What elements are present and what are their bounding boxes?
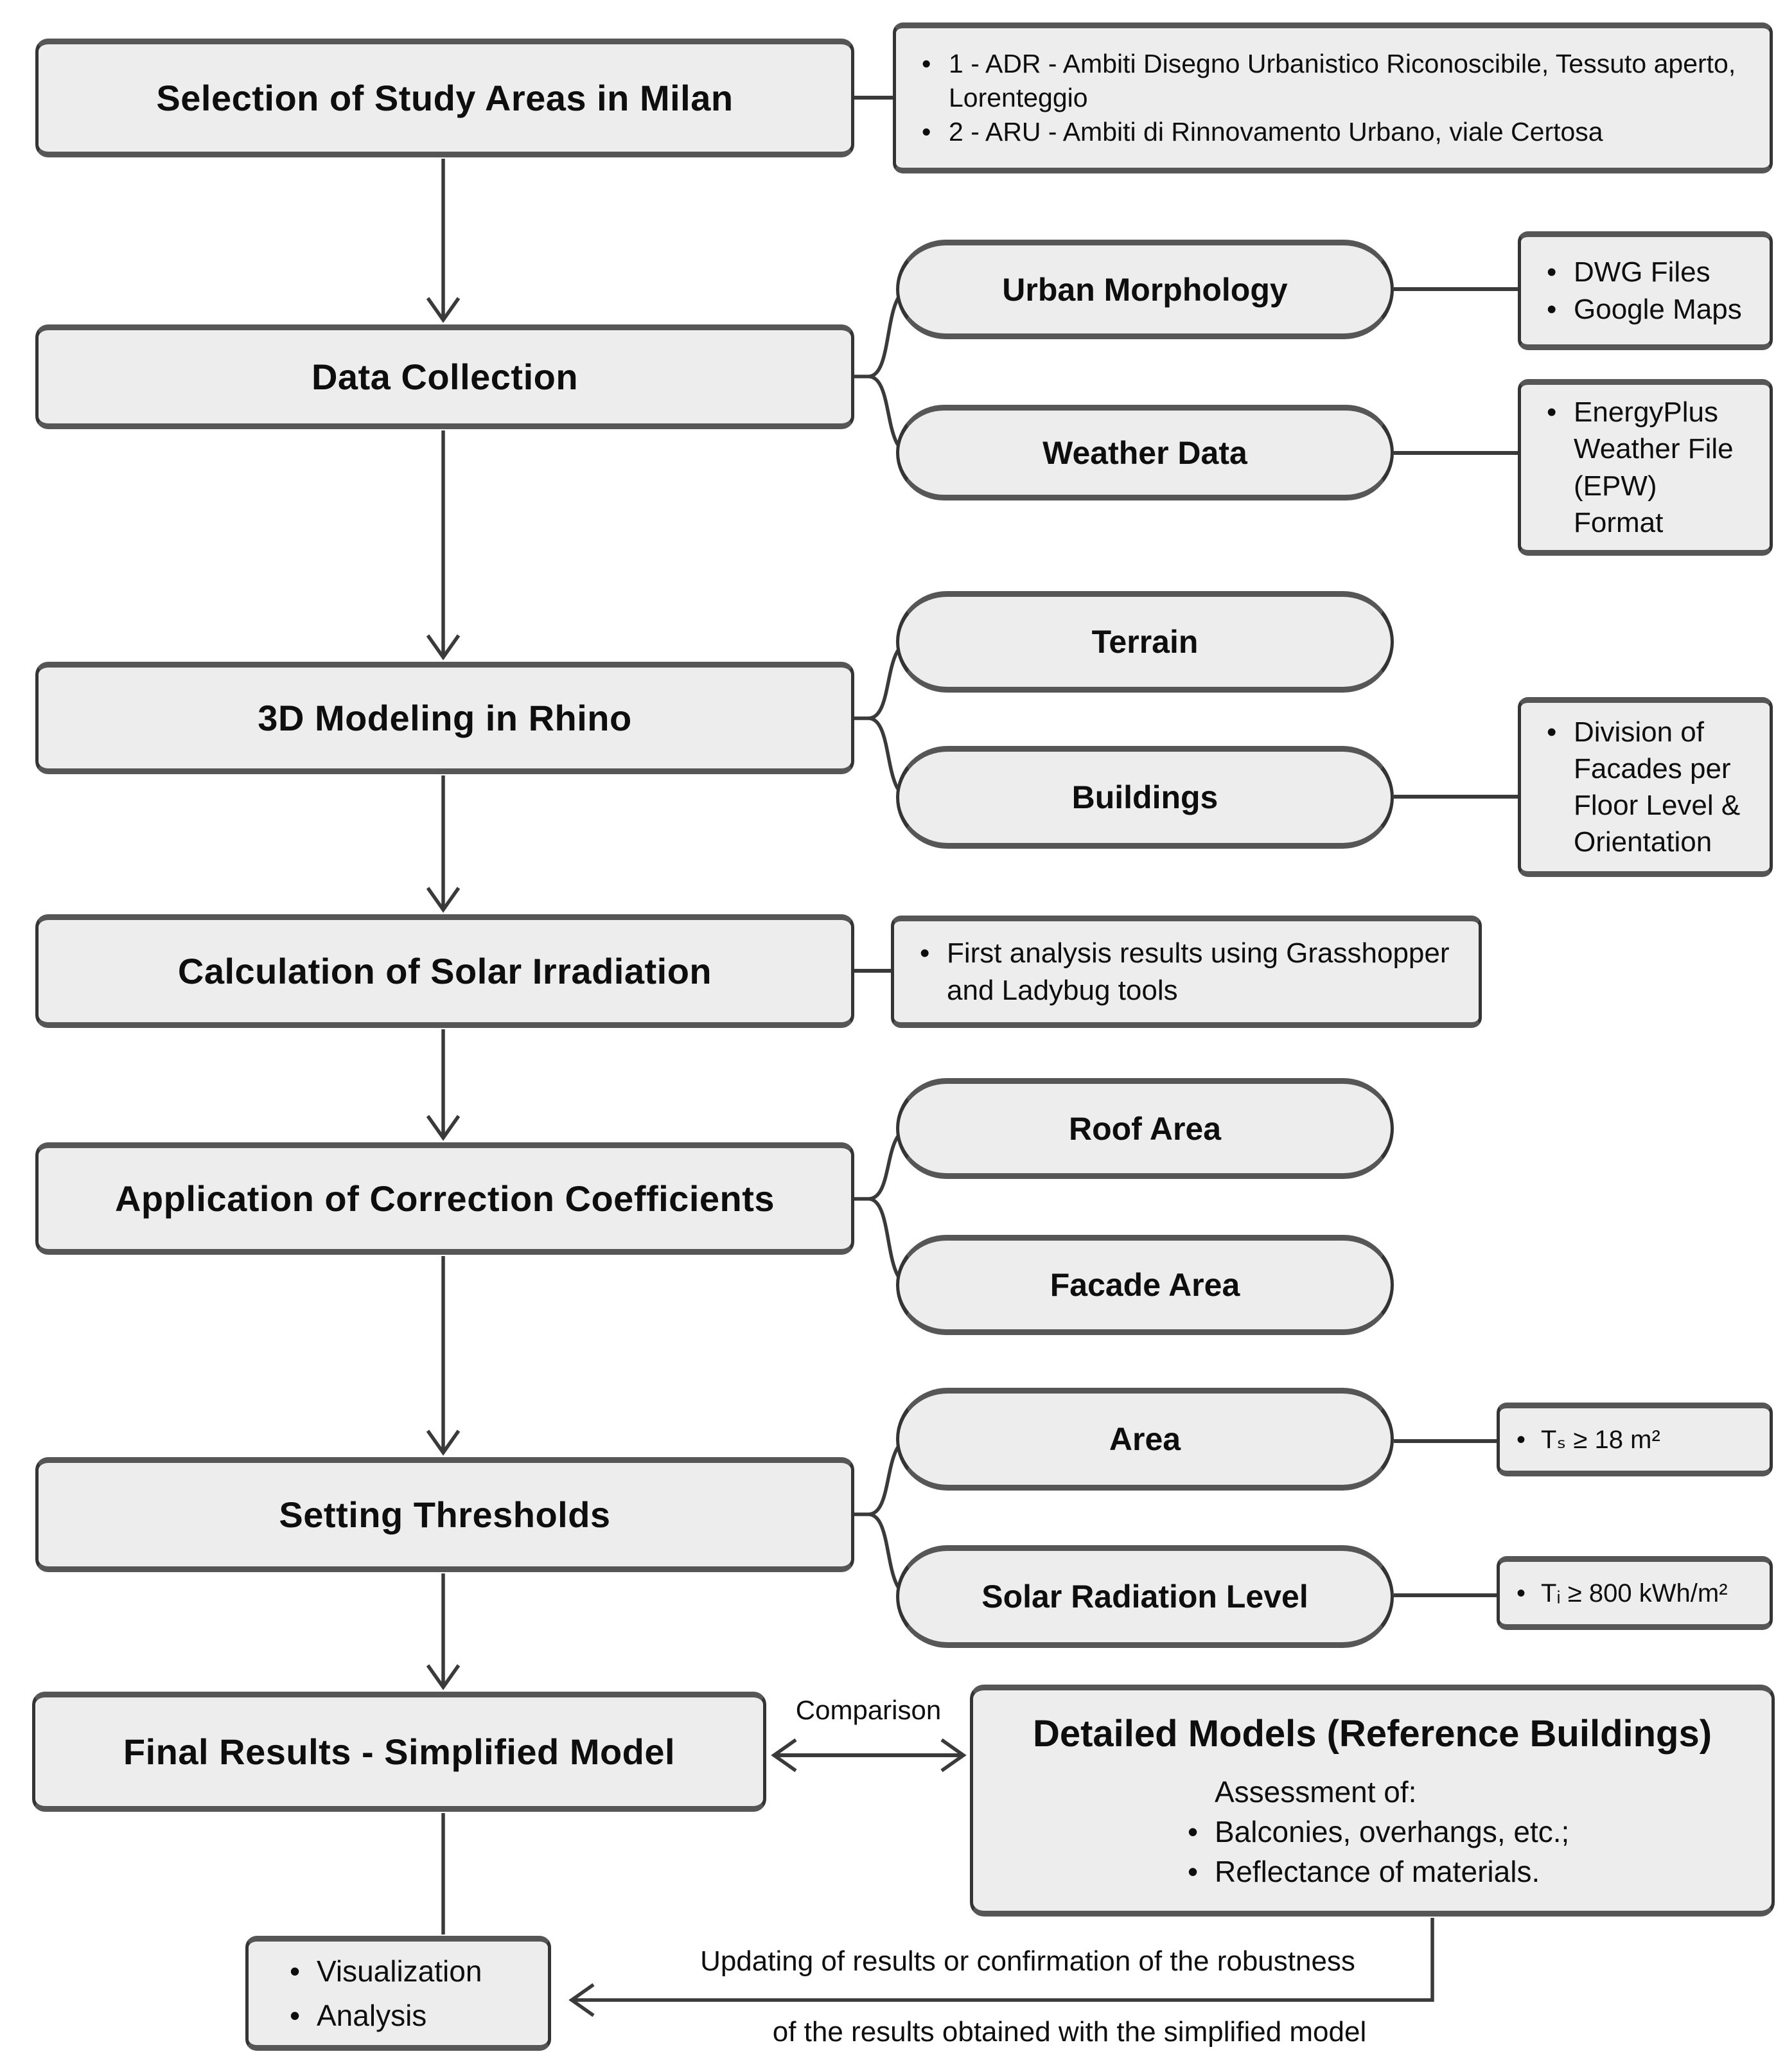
step-label: Calculation of Solar Irradiation <box>177 951 712 991</box>
pill-label: Facade Area <box>1050 1267 1240 1303</box>
pill-terrain: Terrain <box>896 591 1394 693</box>
step-label: Application of Correction Coefficients <box>114 1178 775 1219</box>
pill-area: Area <box>896 1388 1394 1491</box>
note-item: Tᵢ ≥ 800 kWh/m² <box>1514 1577 1728 1610</box>
step-label: Setting Thresholds <box>279 1494 611 1535</box>
note-list: EnergyPlus Weather File (EPW) Format <box>1521 385 1770 550</box>
feedback-caption-line2: of the results obtained with the simplif… <box>772 2016 1367 2048</box>
step-data-collection: Data Collection <box>35 324 854 429</box>
note-list: Tᵢ ≥ 800 kWh/m² <box>1500 1572 1736 1615</box>
pill-label: Urban Morphology <box>1002 271 1288 308</box>
note-item: First analysis results using Grasshopper… <box>917 935 1463 1008</box>
step-solar-irradiation-calculation: Calculation of Solar Irradiation <box>35 914 854 1028</box>
pill-label: Area <box>1109 1421 1181 1457</box>
step-final-results: Final Results - Simplified Model <box>32 1692 766 1812</box>
comparison-label: Comparison <box>795 1695 942 1725</box>
note-buildings-detail: Division of Facades per Floor Level & Or… <box>1518 697 1773 877</box>
pill-label: Terrain <box>1091 624 1199 660</box>
note-study-areas: 1 - ADR - Ambiti Disegno Urbanistico Ric… <box>893 22 1773 173</box>
detailed-models-subtitle: Assessment of: <box>1215 1775 1417 1809</box>
note-item: Tₛ ≥ 18 m² <box>1514 1423 1660 1457</box>
step-label: 3D Modeling in Rhino <box>258 698 632 738</box>
note-calculation-detail: First analysis results using Grasshopper… <box>891 916 1482 1028</box>
note-item: DWG Files <box>1544 254 1742 290</box>
note-item: 2 - ARU - Ambiti di Rinnovamento Urbano,… <box>919 115 1754 150</box>
note-area-threshold: Tₛ ≥ 18 m² <box>1497 1403 1773 1476</box>
note-item: EnergyPlus Weather File (EPW) Format <box>1544 394 1754 541</box>
note-item: 1 - ADR - Ambiti Disegno Urbanistico Ric… <box>919 47 1754 116</box>
note-list: 1 - ADR - Ambiti Disegno Urbanistico Ric… <box>896 38 1770 159</box>
note-list: Tₛ ≥ 18 m² <box>1500 1418 1668 1462</box>
outputs-item: Visualization <box>287 1949 482 1994</box>
detailed-models-item: Reflectance of materials. <box>1185 1852 1746 1891</box>
detailed-models-body: Assessment of: Balconies, overhangs, etc… <box>1185 1773 1746 1891</box>
detailed-models-item: Balconies, overhangs, etc.; <box>1185 1812 1746 1852</box>
feedback-arrow <box>568 1918 1434 2017</box>
step-correction-coefficients: Application of Correction Coefficients <box>35 1142 854 1255</box>
step-label: Selection of Study Areas in Milan <box>156 78 734 118</box>
note-item: Google Maps <box>1544 291 1742 328</box>
note-list: Division of Facades per Floor Level & Or… <box>1521 705 1770 870</box>
step-setting-thresholds: Setting Thresholds <box>35 1457 854 1572</box>
step-selection-of-study-areas: Selection of Study Areas in Milan <box>35 39 854 157</box>
pill-label: Roof Area <box>1068 1110 1222 1147</box>
note-radiation-threshold: Tᵢ ≥ 800 kWh/m² <box>1497 1556 1773 1630</box>
outputs-list: Visualization Analysis <box>249 1949 495 2038</box>
pill-facade-area: Facade Area <box>896 1235 1394 1335</box>
pill-label: Solar Radiation Level <box>981 1579 1308 1615</box>
detailed-models-box: Detailed Models (Reference Buildings) As… <box>970 1685 1775 1917</box>
pill-roof-area: Roof Area <box>896 1078 1394 1179</box>
note-urban-morphology-sources: DWG Files Google Maps <box>1518 231 1773 350</box>
step-label: Data Collection <box>311 357 579 397</box>
step-3d-modeling: 3D Modeling in Rhino <box>35 662 854 774</box>
feedback-caption-line1: Updating of results or confirmation of t… <box>700 1945 1355 1977</box>
outputs-box: Visualization Analysis <box>245 1936 551 2051</box>
note-list: First analysis results using Grasshopper… <box>894 926 1479 1017</box>
note-list: DWG Files Google Maps <box>1521 245 1757 336</box>
detailed-models-title: Detailed Models (Reference Buildings) <box>1032 1713 1712 1755</box>
detailed-models-list: Balconies, overhangs, etc.; Reflectance … <box>1185 1812 1746 1891</box>
step-label: Final Results - Simplified Model <box>123 1731 676 1772</box>
pill-label: Buildings <box>1071 779 1218 815</box>
pill-weather-data: Weather Data <box>896 405 1394 500</box>
outputs-item: Analysis <box>287 1994 482 2038</box>
note-item: Division of Facades per Floor Level & Or… <box>1544 714 1754 861</box>
pill-solar-radiation-level: Solar Radiation Level <box>896 1545 1394 1648</box>
note-weather-sources: EnergyPlus Weather File (EPW) Format <box>1518 379 1773 556</box>
pill-buildings: Buildings <box>896 746 1394 849</box>
pill-label: Weather Data <box>1042 434 1247 471</box>
pill-urban-morphology: Urban Morphology <box>896 240 1394 339</box>
